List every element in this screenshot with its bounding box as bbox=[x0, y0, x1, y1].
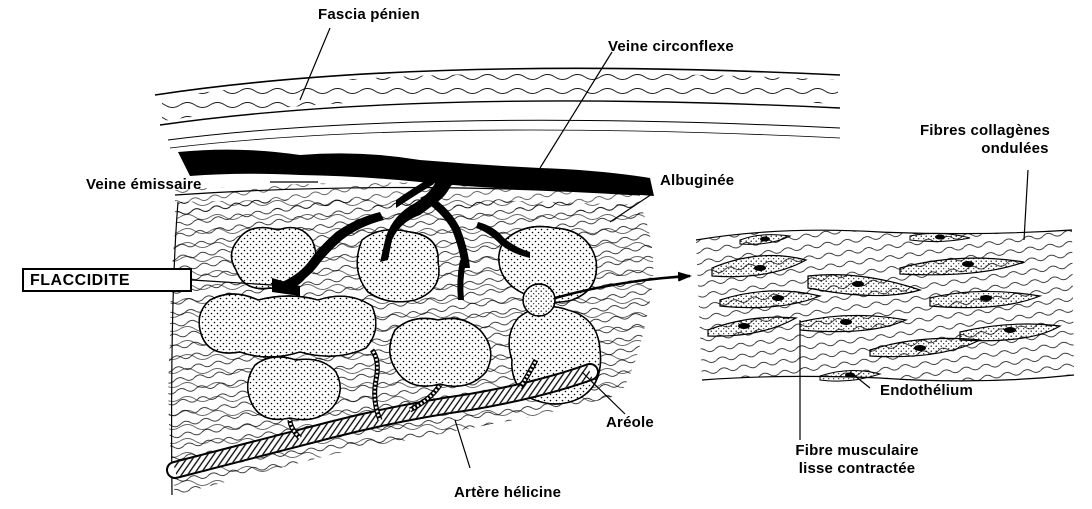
label-veine-emissaire: Veine émissaire bbox=[86, 176, 202, 194]
label-fibres-collagenes: Fibres collagènes ondulées bbox=[880, 122, 1090, 158]
label-fibre-musculaire: Fibre musculaire lisse contractée bbox=[752, 442, 962, 478]
label-fibre-musculaire-line2: lisse contractée bbox=[752, 460, 962, 478]
label-areole: Aréole bbox=[606, 414, 654, 432]
fascia-layer bbox=[155, 68, 840, 148]
label-fibre-musculaire-line1: Fibre musculaire bbox=[752, 442, 962, 460]
label-fibres-collagenes-line2: ondulées bbox=[940, 140, 1090, 158]
label-fibres-collagenes-line1: Fibres collagènes bbox=[880, 122, 1090, 140]
label-artere-helicine: Artère hélicine bbox=[454, 484, 561, 502]
flaccidite-label: FLACCIDITE bbox=[30, 272, 130, 290]
label-fascia-penien: Fascia pénien bbox=[318, 6, 420, 24]
label-veine-circonflexe: Veine circonflexe bbox=[608, 38, 734, 56]
flaccidite-state-box: FLACCIDITE bbox=[22, 268, 192, 292]
label-endothelium: Endothélium bbox=[880, 382, 973, 400]
zoom-inset bbox=[696, 230, 1074, 381]
label-albuginee: Albuginée bbox=[660, 172, 734, 190]
